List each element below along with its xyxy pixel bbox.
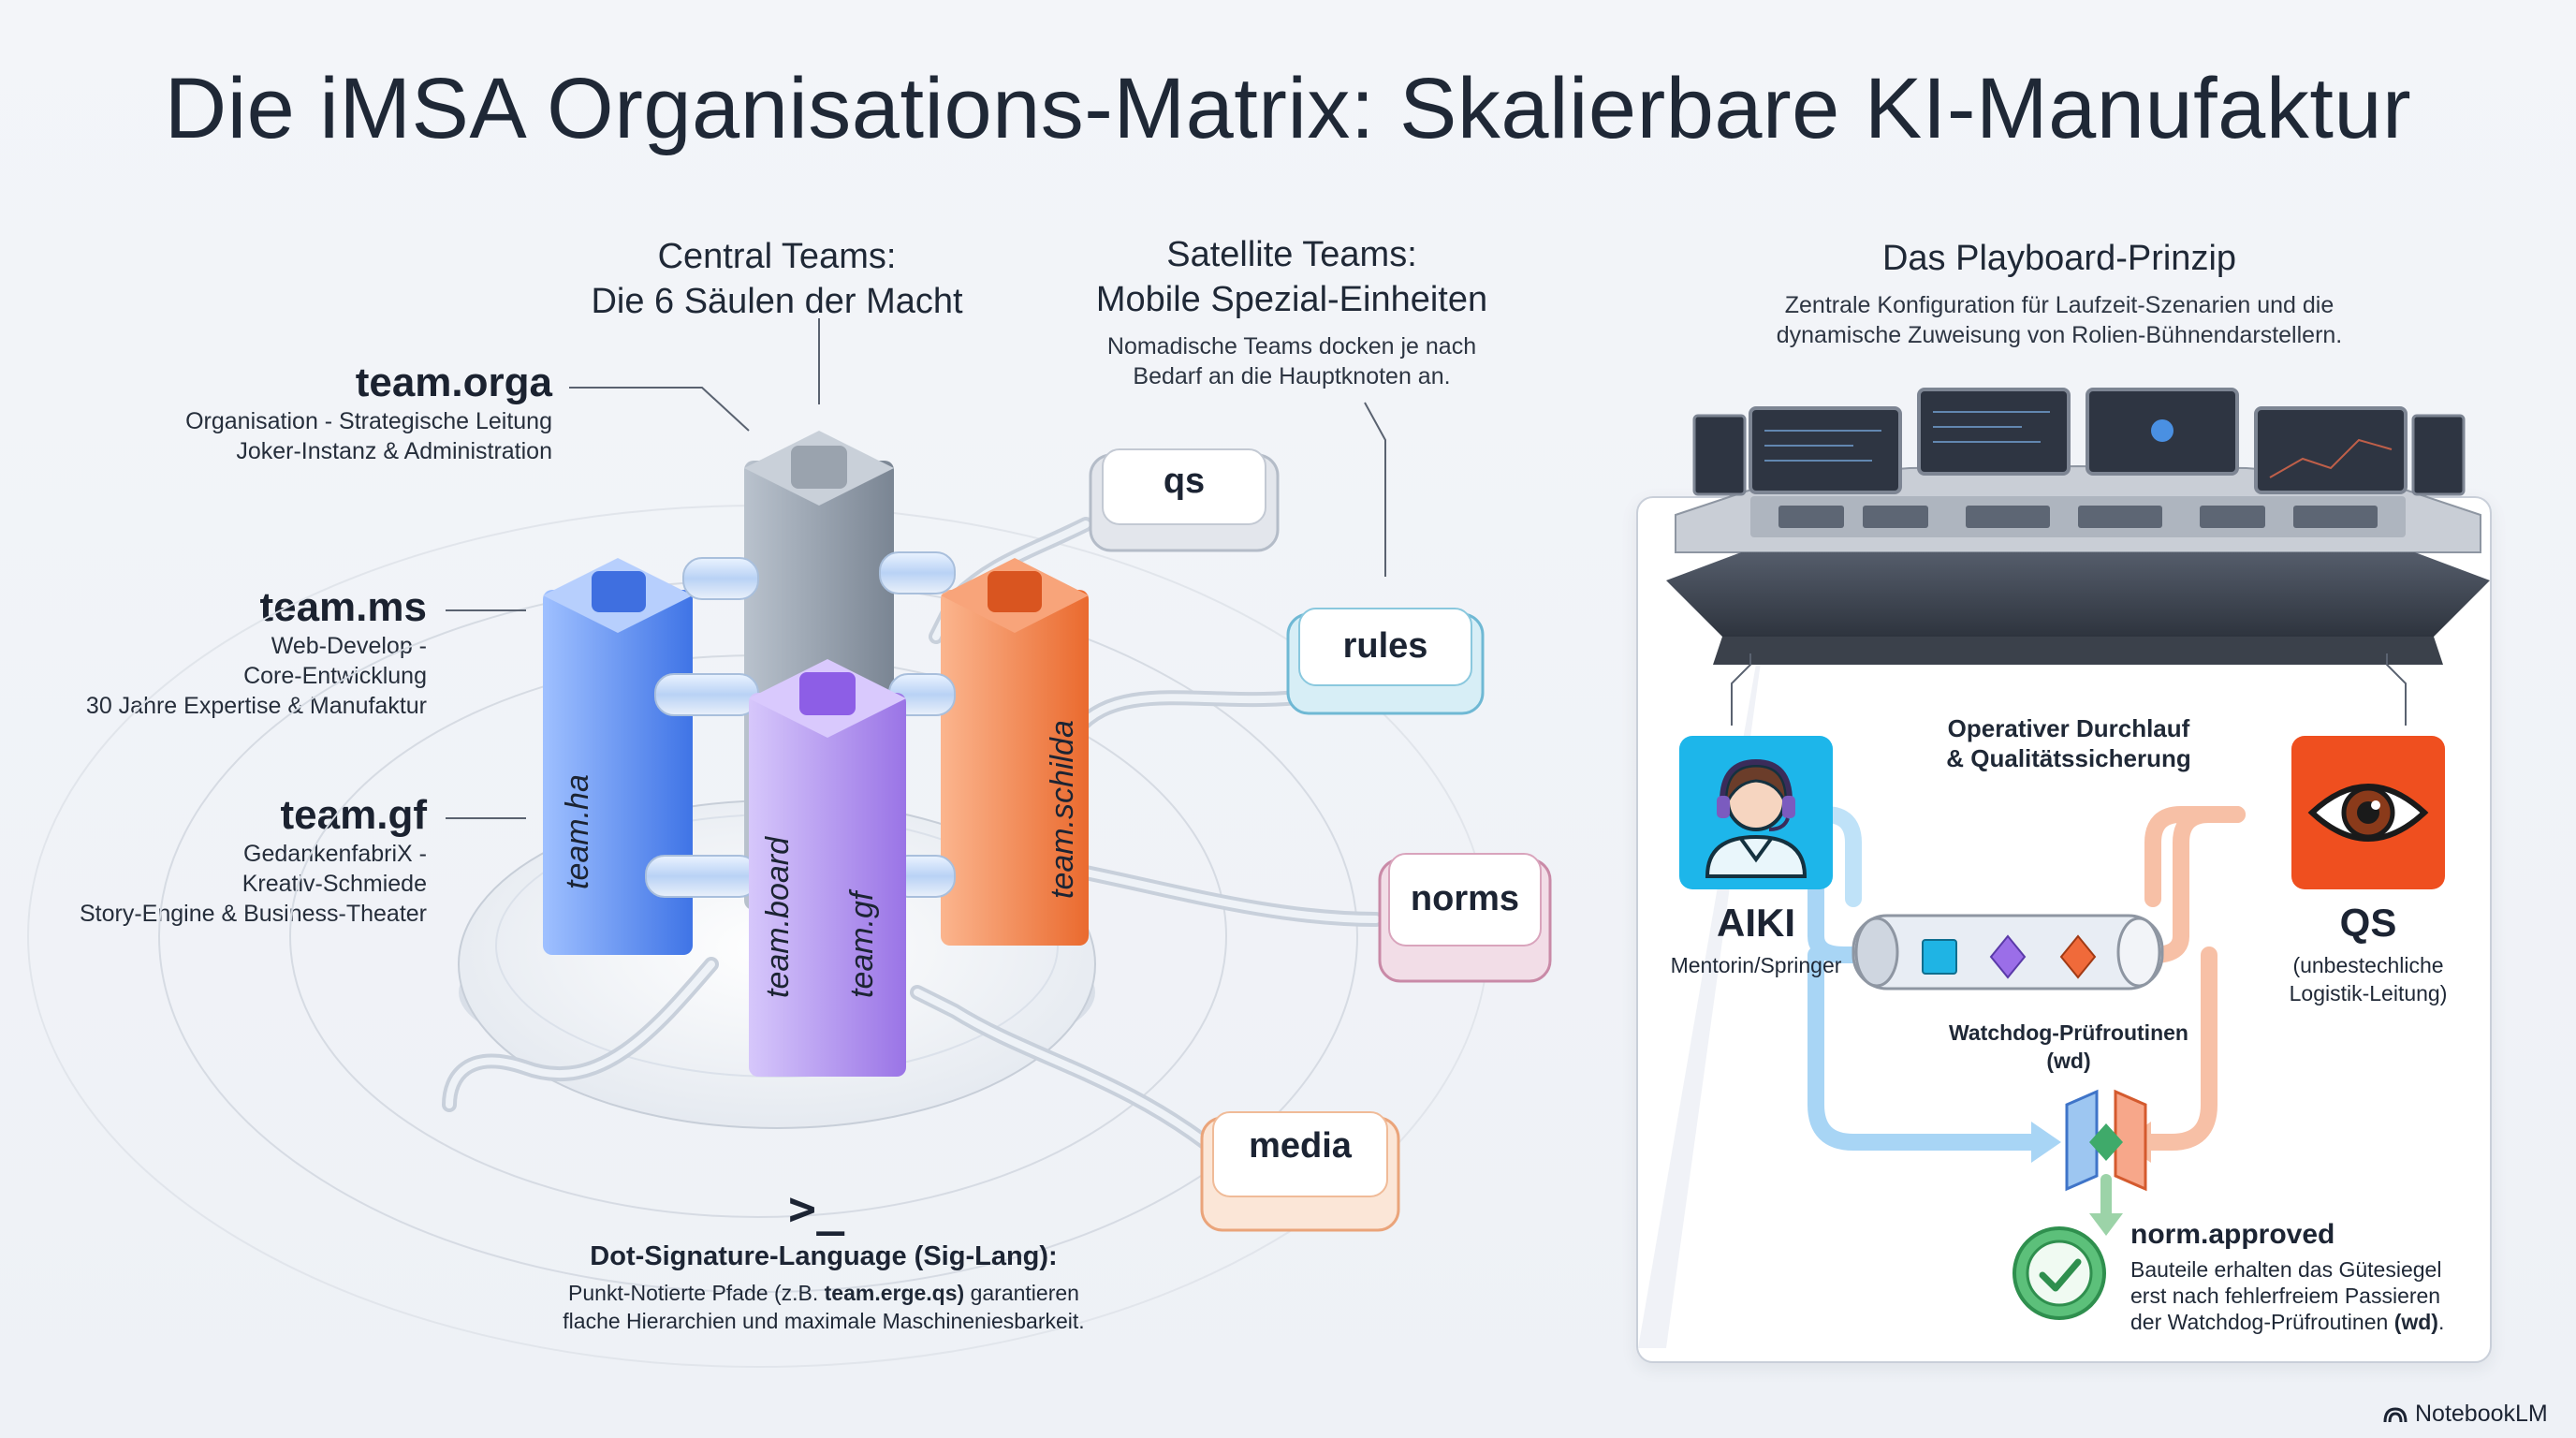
sig-lang-description: Punkt-Notierte Pfade (z.B. team.erge.qs)… xyxy=(505,1279,1142,1335)
aiki-role: Mentorin/Springer xyxy=(1670,953,1842,977)
watchdog-label: Watchdog-Prüfroutinen (wd) xyxy=(1910,1019,2228,1075)
watchdog-label-line1: Watchdog-Prüfroutinen xyxy=(1949,1020,2188,1045)
playboard-description: Zentrale Konfiguration für Laufzeit-Szen… xyxy=(1685,290,2434,350)
control-console xyxy=(1675,388,2481,553)
central-teams-heading: Central Teams: Die 6 Säulen der Macht xyxy=(524,234,1030,324)
pillar-schilda: team.schilda xyxy=(941,558,1089,946)
satellite-label-qs: qs xyxy=(1164,462,1205,501)
satellite-heading-line1: Satellite Teams: xyxy=(1166,235,1417,274)
connector-tubes xyxy=(645,551,956,898)
approval-seal-icon xyxy=(2012,1226,2106,1320)
team-ms-desc-3: 30 Jahre Expertise & Manufaktur xyxy=(85,693,427,719)
satellite-node-media: media xyxy=(1200,1111,1400,1232)
approval-desc-line3: der Watchdog-Prüfroutinen xyxy=(2130,1310,2394,1334)
team-gf-label: team.gf GedankenfabriX - Kreativ-Schmied… xyxy=(56,792,427,929)
satellite-label-rules: rules xyxy=(1343,626,1428,666)
pillar-board: team.board team.gf xyxy=(749,659,906,1077)
approval-desc-line1: Bauteile erhalten das Gütesiegel xyxy=(2130,1257,2442,1282)
team-orga-desc-2: Joker-Instanz & Administration xyxy=(236,438,552,464)
approval-desc-period: . xyxy=(2437,1310,2445,1334)
watchdog-square-icon xyxy=(1922,939,1957,975)
playboard-heading: Das Playboard-Prinzip xyxy=(1881,239,2237,278)
playboard-desc-line2: dynamische Zuweisung von Rolien-Bühnenda… xyxy=(1776,322,2343,348)
satellite-node-rules: rules xyxy=(1286,608,1485,715)
approval-description: Bauteile erhalten das Gütesiegel erst na… xyxy=(2130,1256,2467,1335)
qs-role-line1: (unbestechliche xyxy=(2292,953,2444,977)
central-heading-line1: Central Teams: xyxy=(657,237,897,276)
notebooklm-logo-icon xyxy=(2383,1406,2408,1422)
team-ms-desc-1: Web-Develop - xyxy=(271,633,427,659)
sig-desc-code: team.erge.qs) xyxy=(824,1281,965,1305)
approval-desc-line2: erst nach fehlerfreiem Passieren xyxy=(2130,1284,2441,1308)
qs-role-line2: Logistik-Leitung) xyxy=(2289,981,2448,1005)
approval-title: norm.approved xyxy=(2130,1219,2335,1250)
team-gf-desc-2: Kreativ-Schmiede xyxy=(242,871,427,897)
stage-platform xyxy=(1666,552,2490,665)
central-heading-line2: Die 6 Säulen der Macht xyxy=(591,282,963,321)
satellite-teams-heading: Satellite Teams: Mobile Spezial-Einheite… xyxy=(1030,232,1554,322)
flow-heading-line1: Operativer Durchlauf xyxy=(1947,714,2190,742)
checkpoint-gates xyxy=(2065,1089,2147,1192)
satellite-heading-line2: Mobile Spezial-Einheiten xyxy=(1095,280,1488,319)
pillar-label-gf: team.gf xyxy=(844,888,880,998)
satellite-description: Nomadische Teams docken je nach Bedarf a… xyxy=(1030,331,1554,391)
approval-desc-wd: (wd) xyxy=(2393,1310,2438,1334)
watchdog-diamond-icon xyxy=(1989,934,2027,979)
leader-lines xyxy=(446,318,1386,819)
aiki-avatar xyxy=(1679,736,1833,889)
team-gf-desc-1: GedankenfabriX - xyxy=(243,841,427,867)
team-orga-name: team.orga xyxy=(355,360,552,405)
satellite-label-media: media xyxy=(1249,1126,1353,1166)
pillar-label-ha: team.ha xyxy=(560,774,595,889)
terminal-prompt-icon: >_ xyxy=(788,1181,845,1236)
qs-name: QS xyxy=(2339,901,2397,945)
aiki-name: AIKI xyxy=(1717,901,1795,945)
playboard-desc-line1: Zentrale Konfiguration für Laufzeit-Szen… xyxy=(1784,292,2334,318)
team-orga-desc-1: Organisation - Strategische Leitung xyxy=(185,408,552,434)
team-orga-label: team.orga Organisation - Strategische Le… xyxy=(84,360,552,466)
satellite-desc-line1: Nomadische Teams docken je nach xyxy=(1106,333,1477,360)
pillar-label-board: team.board xyxy=(760,836,796,998)
pillar-matrix-illustration: team.schilda team.ha team.board team.gf … xyxy=(27,318,1552,1368)
headset-person-icon xyxy=(1705,758,1808,878)
qs-avatar xyxy=(2291,736,2445,889)
pillar-label-schilda: team.schilda xyxy=(1045,720,1080,899)
satellite-desc-line2: Bedarf an die Hauptknoten an. xyxy=(1133,363,1451,389)
eye-icon xyxy=(2307,784,2429,842)
brand-name: NotebookLM xyxy=(2415,1401,2548,1427)
sig-desc-part1: Punkt-Notierte Pfade (z.B. xyxy=(568,1281,825,1305)
brand-watermark: NotebookLM xyxy=(2383,1401,2570,1428)
satellite-node-qs: qs xyxy=(1089,448,1280,552)
watchdog-label-line2: (wd) xyxy=(2046,1049,2091,1073)
sig-desc-line2: flache Hierarchien und maximale Maschine… xyxy=(563,1309,1085,1333)
satellite-node-norms: norms xyxy=(1378,853,1552,983)
playboard-illustration xyxy=(1638,388,2490,1348)
sig-lang-title: Dot-Signature-Language (Sig-Lang): xyxy=(590,1241,1058,1271)
watchdog-orange-diamond-icon xyxy=(2059,934,2097,979)
satellite-label-norms: norms xyxy=(1411,879,1519,918)
page-title: Die iMSA Organisations-Matrix: Skalierba… xyxy=(164,61,2412,156)
qs-role: (unbestechliche Logistik-Leitung) xyxy=(2256,951,2481,1007)
flow-heading: Operativer Durchlauf & Qualitätssicherun… xyxy=(1910,713,2228,773)
team-gf-desc-3: Story-Engine & Business-Theater xyxy=(79,901,427,927)
team-gf-name: team.gf xyxy=(280,792,427,838)
sig-desc-part2: garantieren xyxy=(964,1281,1079,1305)
flow-heading-line2: & Qualitätssicherung xyxy=(1946,744,2191,772)
